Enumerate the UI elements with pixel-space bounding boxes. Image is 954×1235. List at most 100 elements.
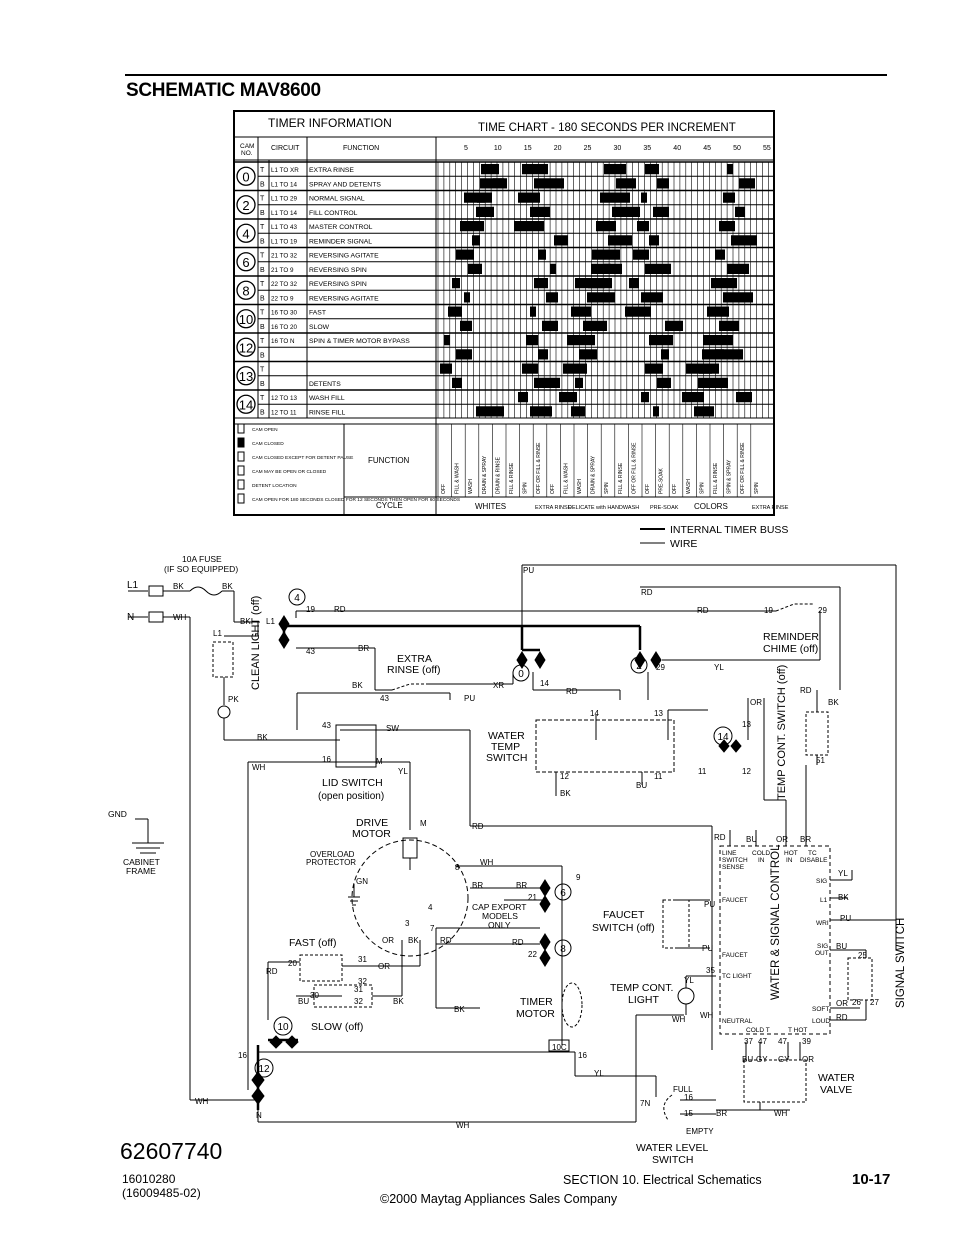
- water-temp-switch-label-3: SWITCH: [486, 752, 527, 764]
- cam-closed-block: [571, 406, 585, 417]
- wire-tag: GN: [356, 877, 368, 886]
- cycle-label: EXTRA RINSE: [752, 505, 789, 511]
- cam-closed-block: [534, 178, 564, 189]
- function-label-item: WASH: [468, 479, 474, 494]
- cam-closed-block: [530, 206, 550, 217]
- function-label-item: FILL & WASH: [455, 463, 461, 494]
- ctl-tc-disable: TC: [808, 850, 817, 857]
- wire-tag: RD: [440, 936, 452, 945]
- cam-closed-block: [736, 392, 752, 403]
- timer-info-header: TIMER INFORMATION: [268, 116, 392, 130]
- cam-pos: T: [260, 395, 265, 402]
- wire-tag: XR: [493, 681, 504, 690]
- ctl-soft: SOFT: [812, 1006, 829, 1013]
- signal-switch-label: SIGNAL SWITCH: [895, 918, 907, 1008]
- cam-may-be-open-icon: [237, 465, 245, 476]
- faucet-switch-label-1: FAUCET: [603, 909, 645, 921]
- wire-tag: BK: [560, 789, 571, 798]
- cam-number-circle: [236, 337, 256, 357]
- cam-number: 2: [242, 198, 249, 213]
- cam-closed-block: [657, 377, 671, 388]
- cam-function: RINSE FILL: [309, 409, 345, 416]
- cam-circuit: 22 TO 9: [271, 295, 294, 302]
- cam-callout-number: 14: [717, 732, 729, 743]
- cam-closed-block: [641, 292, 663, 303]
- cam-closed-block: [727, 164, 733, 175]
- wire-tag: RD: [512, 938, 524, 947]
- wire-tag: BR: [800, 835, 811, 844]
- tick-label: 35: [643, 145, 651, 152]
- cam-number: 0: [242, 169, 249, 184]
- cam-closed-block: [649, 235, 659, 246]
- wire-tag: PU: [464, 694, 475, 703]
- ctl-line-switch: LINE: [722, 850, 737, 857]
- part-number-alt: (16009485-02): [122, 1186, 201, 1200]
- wire-tag: BK: [352, 681, 363, 690]
- fuse-note: (IF SO EQUIPPED): [164, 564, 238, 574]
- cam-pos: B: [260, 409, 265, 416]
- cam-circuit: L1 TO 19: [271, 238, 298, 245]
- wire-tag: YL: [714, 663, 724, 672]
- wire-tag: 7: [430, 924, 435, 933]
- copyright: ©2000 Maytag Appliances Sales Company: [380, 1192, 618, 1206]
- cam-pos: T: [260, 253, 265, 260]
- cam-number: 14: [239, 397, 253, 412]
- reminder-chime-label-1: REMINDER: [763, 631, 819, 643]
- function-label-item: OFF: [672, 484, 678, 494]
- cam-closed-block: [530, 306, 536, 317]
- cam-callout-4: [288, 588, 306, 606]
- cabinet-frame-label: CABINET: [123, 857, 160, 867]
- ctl-hot-in: HOT: [784, 850, 798, 857]
- cap-export-label-1: CAP EXPORT: [472, 902, 526, 912]
- wire-tag: 31: [358, 955, 367, 964]
- cycle-label: PRE-SOAK: [650, 505, 679, 511]
- ctl-cold-in: COLD: [752, 850, 770, 857]
- cam-callout-12: [254, 1058, 274, 1078]
- cam-closed-block: [583, 320, 607, 331]
- wire-tag: BU: [746, 835, 757, 844]
- wire-tag: BR: [716, 1109, 727, 1118]
- temp-cont-light-label-1: TEMP CONT.: [610, 982, 673, 994]
- cam-closed-block: [641, 392, 649, 403]
- cam-closed-block: [472, 235, 480, 246]
- cam-circuit: 16 TO 20: [271, 324, 298, 331]
- cycle-label: COLORS: [694, 502, 728, 511]
- cam-number-circle: [236, 252, 256, 272]
- gnd-label: GND: [108, 809, 127, 819]
- cam-closed-block: [575, 377, 583, 388]
- wire-tag: OR: [836, 999, 848, 1008]
- wire-tag: 32: [358, 977, 367, 986]
- fuse-label: 10A FUSE: [182, 554, 222, 564]
- faucet-switch-label-2: SWITCH (off): [592, 922, 655, 934]
- cam-closed-block: [542, 320, 558, 331]
- detent-icon: [237, 479, 245, 490]
- extra-rinse-label-2: RINSE (off): [387, 664, 440, 676]
- wire-tag: 11: [698, 767, 707, 776]
- wire-tag: 11: [654, 772, 663, 781]
- cam-pos: T: [260, 224, 265, 231]
- cam-pos: T: [260, 367, 265, 374]
- water-signal-control-label: WATER & SIGNAL CONTROL: [770, 844, 782, 1000]
- wire-tag: 21: [528, 893, 537, 902]
- wire-tag: 19: [306, 605, 315, 614]
- cam-closed-block: [735, 206, 745, 217]
- wire-tag: YL: [684, 976, 694, 985]
- cam-closed-block: [464, 292, 470, 303]
- wire-tag: 29: [656, 663, 665, 672]
- function-label-item: FILL & RINSE: [713, 462, 719, 494]
- cam-circuit: L1 TO 43: [271, 224, 298, 231]
- wire-tag: 16: [322, 755, 331, 764]
- cam-closed-block: [444, 335, 450, 346]
- cam-closed-block: [591, 263, 611, 274]
- cam-closed-block: [546, 292, 558, 303]
- cam-closed-block: [587, 292, 615, 303]
- wire-tag: 13: [654, 709, 663, 718]
- cam-closed-block: [460, 221, 484, 232]
- wire-tag: BK: [257, 733, 268, 742]
- cam-open-180-icon: [237, 493, 245, 504]
- cam-callout-number: 4: [294, 593, 300, 604]
- wire-tag: M: [420, 819, 427, 828]
- cam-closed-block: [707, 306, 729, 317]
- cam-closed-block: [711, 278, 737, 289]
- tick-label: 20: [554, 145, 562, 152]
